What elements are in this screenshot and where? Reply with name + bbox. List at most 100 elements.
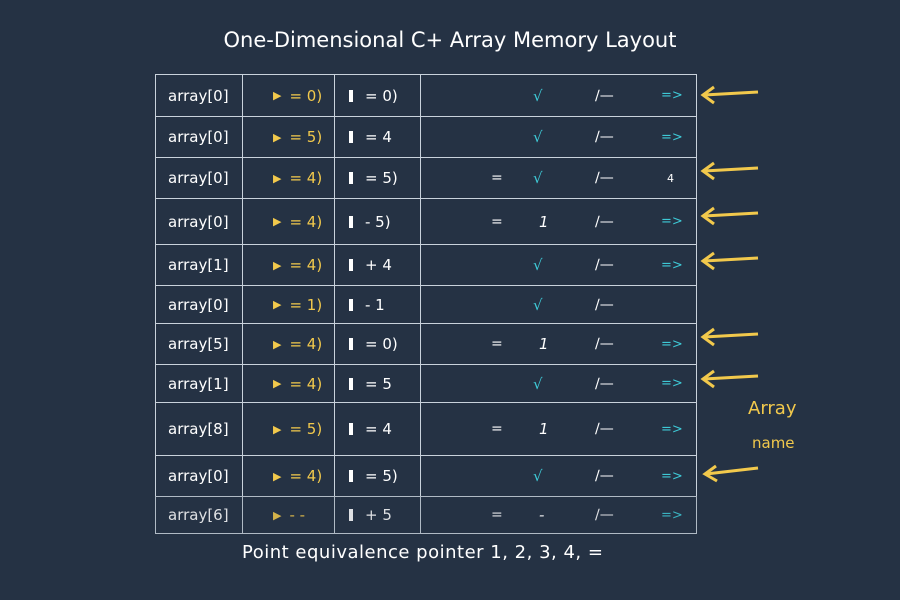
- element-value: = 4: [365, 420, 392, 438]
- annotation-cell: √∕—=>: [421, 365, 697, 402]
- pointer-marker: ∕—: [595, 375, 614, 392]
- pointer-value: = 4): [289, 335, 323, 353]
- element-value: = 5): [365, 467, 398, 485]
- pointer-value: = 4): [289, 374, 323, 393]
- check-icon: √: [533, 86, 543, 105]
- array-element-name: array[0]: [155, 199, 243, 244]
- array-element-name: array[1]: [155, 245, 243, 285]
- table-row: array[0]▶= 1)- 1√∕—: [155, 285, 697, 323]
- check-icon: √: [533, 467, 543, 485]
- pointer-cell: ▶ = 4): [243, 365, 335, 402]
- yellow-arrow-icon: [700, 203, 760, 227]
- marker-icon: [349, 89, 353, 102]
- element-value: = 4: [365, 128, 392, 146]
- pointer-value: = 4): [289, 467, 323, 485]
- double-arrow-icon: =>: [661, 336, 683, 352]
- marker-icon: [349, 131, 353, 143]
- marker-icon: [349, 377, 353, 390]
- annotation-cell: √∕—=>: [421, 456, 697, 496]
- value-cell: = 5): [335, 456, 421, 496]
- double-arrow-icon: =>: [661, 88, 683, 103]
- value-cell: + 5: [335, 497, 421, 533]
- yellow-arrow-icon: [700, 158, 760, 182]
- pointer-marker: ∕—: [595, 336, 614, 352]
- index-one: 1: [539, 335, 549, 353]
- double-arrow-icon: =>: [661, 214, 683, 229]
- pointer-cell: ▶ = 5): [243, 117, 335, 157]
- check-icon: √: [533, 169, 543, 187]
- element-value: = 0): [365, 335, 398, 353]
- table-row: array[0]▶= 4)= 5)=√∕—4: [155, 157, 697, 198]
- double-arrow-icon: =>: [661, 421, 683, 437]
- element-value: = 0): [365, 86, 398, 105]
- triangle-icon: ▶: [273, 422, 282, 436]
- check-icon: √: [533, 295, 543, 314]
- value-cell: + 4: [335, 245, 421, 285]
- end-value: 4: [667, 171, 674, 185]
- marker-icon: [349, 509, 353, 521]
- triangle-icon: ▶: [273, 171, 282, 185]
- table-row: array[0]▶= 5)= 4√∕—=>: [155, 116, 697, 157]
- annotation-cell: √∕—=>: [421, 245, 697, 285]
- array-element-name: array[1]: [155, 365, 243, 402]
- pointer-cell: ▶ = 4): [243, 199, 335, 244]
- yellow-arrow-icon: [700, 248, 760, 272]
- pointer-cell: ▶= 0): [243, 75, 335, 116]
- marker-icon: [349, 298, 353, 311]
- pointer-marker: ∕—: [595, 507, 614, 523]
- array-element-name: array[6]: [155, 497, 243, 533]
- yellow-arrow-icon: [700, 82, 760, 106]
- check-icon: √: [533, 256, 543, 274]
- yellow-arrow-icon: [700, 324, 760, 348]
- pointer-cell: ▶ = 5): [243, 403, 335, 455]
- array-element-name: array[8]: [155, 403, 243, 455]
- array-element-name: array[0]: [155, 75, 243, 116]
- annotation-cell: =1∕—=>: [421, 403, 697, 455]
- element-value: + 4: [365, 256, 392, 274]
- pointer-value: = 4): [289, 169, 323, 187]
- table-row: array[6]▶- -+ 5=-∕—=>: [155, 496, 697, 534]
- triangle-icon: ▶: [273, 130, 282, 144]
- marker-icon: [349, 423, 353, 435]
- pointer-value: = 5): [289, 128, 323, 146]
- pointer-cell: ▶ = 4): [243, 158, 335, 198]
- pointer-value: = 4): [289, 212, 323, 231]
- yellow-arrow-icon: [700, 460, 760, 484]
- pointer-marker: ∕—: [595, 87, 614, 104]
- element-value: - 5): [365, 212, 391, 231]
- double-arrow-icon: =>: [661, 507, 683, 523]
- value-cell: - 1: [335, 286, 421, 323]
- pointer-value: = 5): [289, 420, 323, 438]
- pointer-cell: ▶= 1): [243, 286, 335, 323]
- annotation-cell: =1∕—=>: [421, 324, 697, 364]
- table-row: array[1]▶= 4)= 5√∕—=>: [155, 364, 697, 402]
- element-value: = 5): [365, 169, 398, 187]
- array-element-name: array[0]: [155, 456, 243, 496]
- table-row: array[5]▶= 4)= 0)=1∕—=>: [155, 323, 697, 364]
- pointer-marker: ∕—: [595, 170, 614, 186]
- index-one: 1: [539, 212, 549, 231]
- dash-mark: -: [539, 506, 545, 524]
- element-value: = 5: [365, 374, 392, 393]
- check-icon: √: [533, 374, 543, 393]
- value-cell: = 5): [335, 158, 421, 198]
- triangle-icon: ▶: [273, 337, 282, 351]
- value-cell: - 5): [335, 199, 421, 244]
- equals-sign: =: [491, 507, 503, 523]
- array-element-name: array[5]: [155, 324, 243, 364]
- pointer-marker: ∕—: [595, 129, 614, 145]
- pointer-value: = 4): [289, 256, 323, 274]
- diagram-title: One-Dimensional C+ Array Memory Layout: [223, 28, 677, 52]
- marker-icon: [349, 338, 353, 350]
- array-element-name: array[0]: [155, 117, 243, 157]
- pointer-cell: ▶= 4): [243, 245, 335, 285]
- pointer-marker: ∕—: [595, 421, 614, 437]
- value-cell: = 4: [335, 403, 421, 455]
- double-arrow-icon: =>: [661, 129, 683, 145]
- pointer-cell: ▶ = 4): [243, 324, 335, 364]
- array-element-name: array[0]: [155, 158, 243, 198]
- triangle-icon: ▶: [273, 377, 282, 390]
- triangle-icon: ▶: [273, 215, 282, 228]
- table-row: array[0]▶= 4)= 5)√∕—=>: [155, 455, 697, 496]
- double-arrow-icon: =>: [661, 468, 683, 484]
